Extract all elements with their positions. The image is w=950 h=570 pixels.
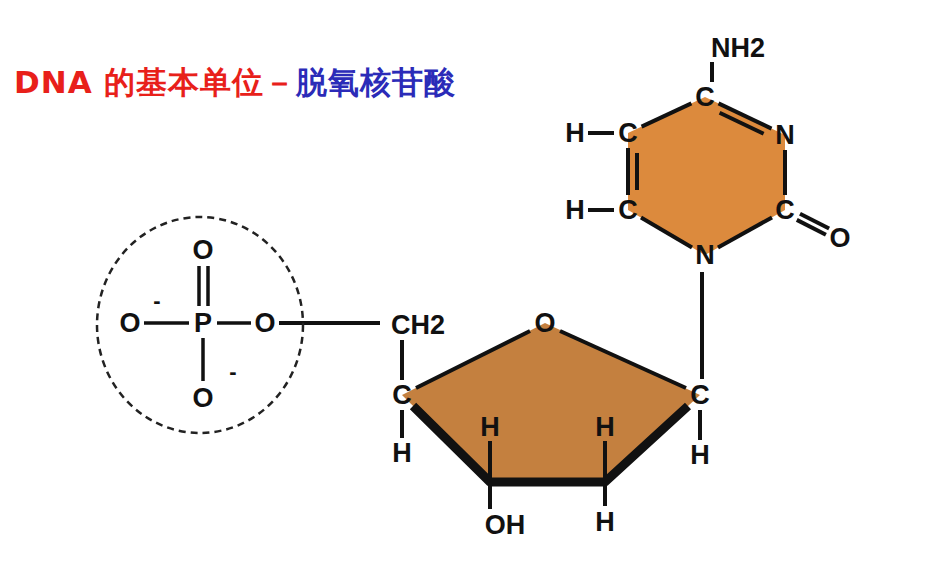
atom-symbol: N [695,242,715,269]
atom-symbol: CH2 [391,312,445,339]
sugar-ring [402,323,700,482]
atom-symbol: O [534,310,555,337]
atom-symbol: C [618,197,638,224]
bond-line [560,331,686,388]
charge-sign: - [153,290,160,312]
diagram-title: DNA 的基本单位－ [14,64,296,101]
heading-row: DNA 的基本单位－脱氧核苷酸 [14,64,456,101]
dashed-circle [97,217,303,433]
deoxyribose-group: CH2 O C H H H C H OH H [380,300,725,545]
atom-symbol: C [690,382,710,409]
cytosine-fill [628,97,785,255]
bond-connector [700,272,704,300]
atom-symbol: C [392,382,412,409]
atom-symbol: P [194,310,212,337]
atom-symbol: H [565,197,585,224]
base-group: NH2C H C N H C C O N [556,25,862,272]
atom-symbol: O [254,310,275,337]
atom-symbol: NH2 [711,35,765,62]
bond-line [416,331,530,388]
atom-symbol: N [775,122,795,149]
atom-symbol: OH [485,512,526,539]
title-term: 脱氧核苷酸 [296,64,456,101]
base-bonds [588,62,829,248]
charge-sign: - [229,361,236,383]
atom-symbol: O [192,385,213,412]
atom-symbol: H [690,442,710,469]
atom-symbol: C [618,120,638,147]
atom-symbol: O [829,225,850,252]
phosphate-group: OOPOO-- [95,215,305,435]
phosphate-bonds [144,266,305,381]
atom-symbol: H [480,414,500,441]
deoxyribose-fill [402,323,700,482]
bond-connector [305,321,380,325]
atom-symbol: O [192,237,213,264]
atom-symbol: O [119,310,140,337]
atom-symbol: H [565,120,585,147]
sugar-bonds [402,300,702,509]
atom-symbol: H [595,414,615,441]
atom-symbol: C [775,197,795,224]
atom-symbol: H [392,440,412,467]
ring-front-edge [413,406,688,482]
base-ring [588,62,829,255]
atom-symbol: H [595,509,615,536]
atom-symbol: C [695,84,715,111]
